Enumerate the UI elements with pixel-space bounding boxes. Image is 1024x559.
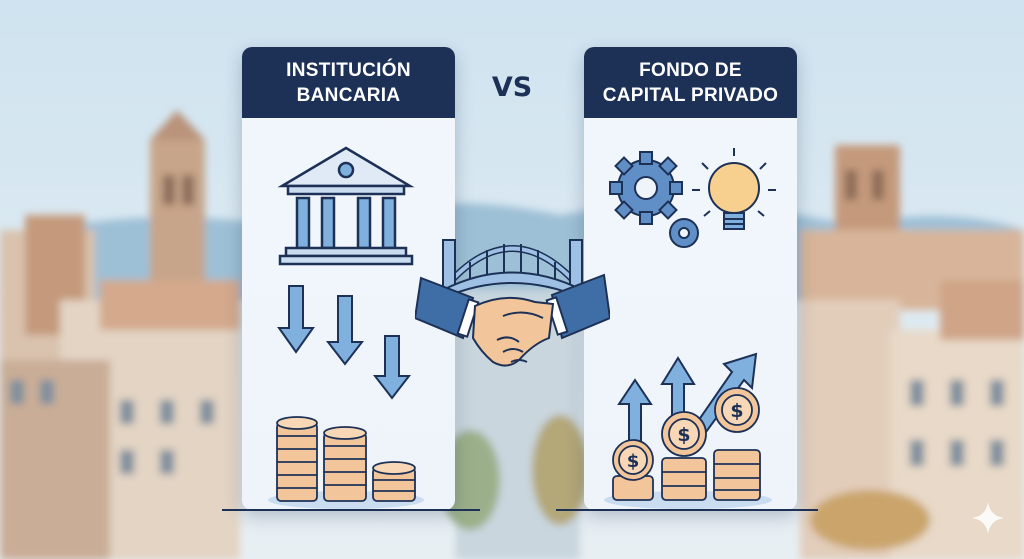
bridge-icon: [442, 239, 583, 300]
gears-icon: [609, 151, 699, 248]
svg-text:$: $: [677, 424, 690, 446]
private-equity-illustration: $ $ $: [604, 148, 776, 509]
bank-panel: INSTITUCIÓN BANCARIA: [242, 47, 455, 510]
bank-panel-header: INSTITUCIÓN BANCARIA: [242, 47, 455, 118]
private-equity-panel: FONDO DE CAPITAL PRIVADO: [584, 47, 797, 510]
coin-stacks-icon: [268, 416, 424, 509]
handshake-icon: [415, 273, 610, 367]
right-baseline-divider: [556, 509, 818, 511]
private-equity-panel-header: FONDO DE CAPITAL PRIVADO: [584, 47, 797, 118]
svg-text:$: $: [730, 400, 743, 422]
bank-building-icon: [277, 146, 415, 266]
private-equity-panel-title: FONDO DE CAPITAL PRIVADO: [602, 59, 779, 106]
bank-panel-title: INSTITUCIÓN BANCARIA: [286, 59, 411, 106]
bank-illustration: [268, 146, 424, 509]
sparkle-icon: [972, 502, 1004, 534]
svg-text:$: $: [627, 451, 640, 472]
down-arrows-icon: [277, 285, 412, 400]
left-baseline-divider: [222, 509, 480, 511]
lightbulb-icon: [692, 148, 776, 230]
handshake-bridge-icon: [415, 239, 610, 367]
vs-label: VS: [491, 72, 533, 103]
dollar-coins-icon: $ $ $: [604, 387, 772, 509]
